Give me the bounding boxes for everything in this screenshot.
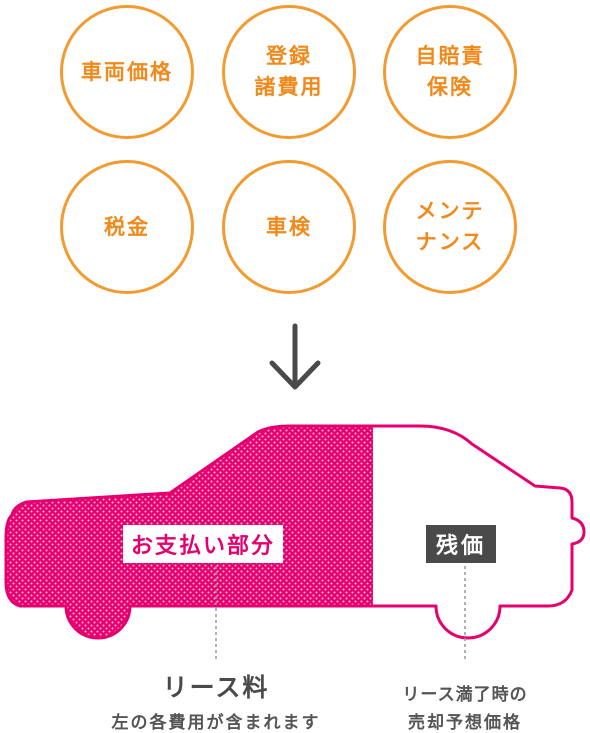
lease-fee-note: 左の各費用が含まれます bbox=[111, 713, 321, 733]
residual-caption-line2: 売却予想価格 bbox=[408, 713, 522, 733]
cost-item-liability-insurance: 自賠責 保険 bbox=[383, 5, 517, 139]
residual-value-label: 残価 bbox=[426, 525, 497, 563]
lease-fee-title: リース料 bbox=[162, 673, 270, 702]
cost-item-inspection: 車検 bbox=[222, 160, 356, 294]
cost-item-vehicle-price: 車両価格 bbox=[60, 5, 194, 139]
residual-caption-line1: リース満了時の bbox=[402, 685, 528, 705]
payment-portion-label: お支払い部分 bbox=[123, 525, 284, 563]
cost-item-maintenance: メンテ ナンス bbox=[383, 160, 517, 294]
car-outline bbox=[4, 424, 586, 640]
cost-item-taxes: 税金 bbox=[60, 160, 194, 294]
cost-item-registration-fees: 登録 諸費用 bbox=[222, 5, 356, 139]
down-arrow-icon bbox=[269, 323, 321, 390]
